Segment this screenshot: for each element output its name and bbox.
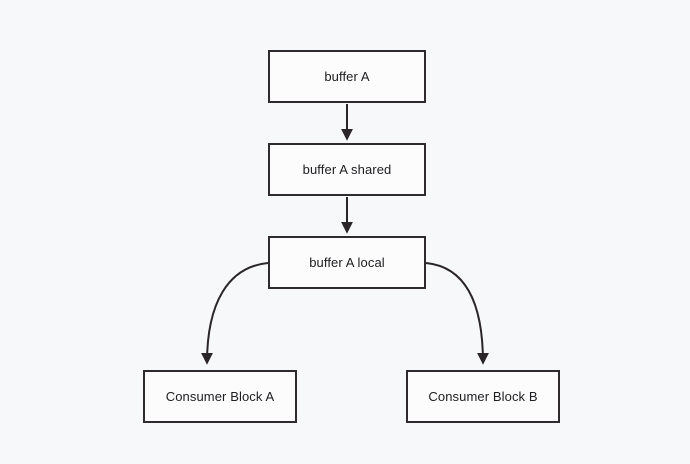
node-buffer-a-local-label: buffer A local	[309, 255, 385, 270]
node-consumer-block-b: Consumer Block B	[406, 370, 560, 423]
node-buffer-a-local: buffer A local	[268, 236, 426, 289]
node-consumer-block-a: Consumer Block A	[143, 370, 297, 423]
edge-local-to-consumer-a-arrow	[201, 262, 269, 365]
node-buffer-a-shared: buffer A shared	[268, 143, 426, 196]
node-consumer-block-b-label: Consumer Block B	[428, 389, 538, 404]
node-buffer-a-shared-label: buffer A shared	[302, 162, 392, 177]
node-buffer-a-label: buffer A	[324, 69, 370, 84]
edge-local-to-consumer-b-arrow	[425, 262, 489, 365]
node-buffer-a: buffer A	[268, 50, 426, 103]
node-consumer-block-a-label: Consumer Block A	[165, 389, 275, 404]
